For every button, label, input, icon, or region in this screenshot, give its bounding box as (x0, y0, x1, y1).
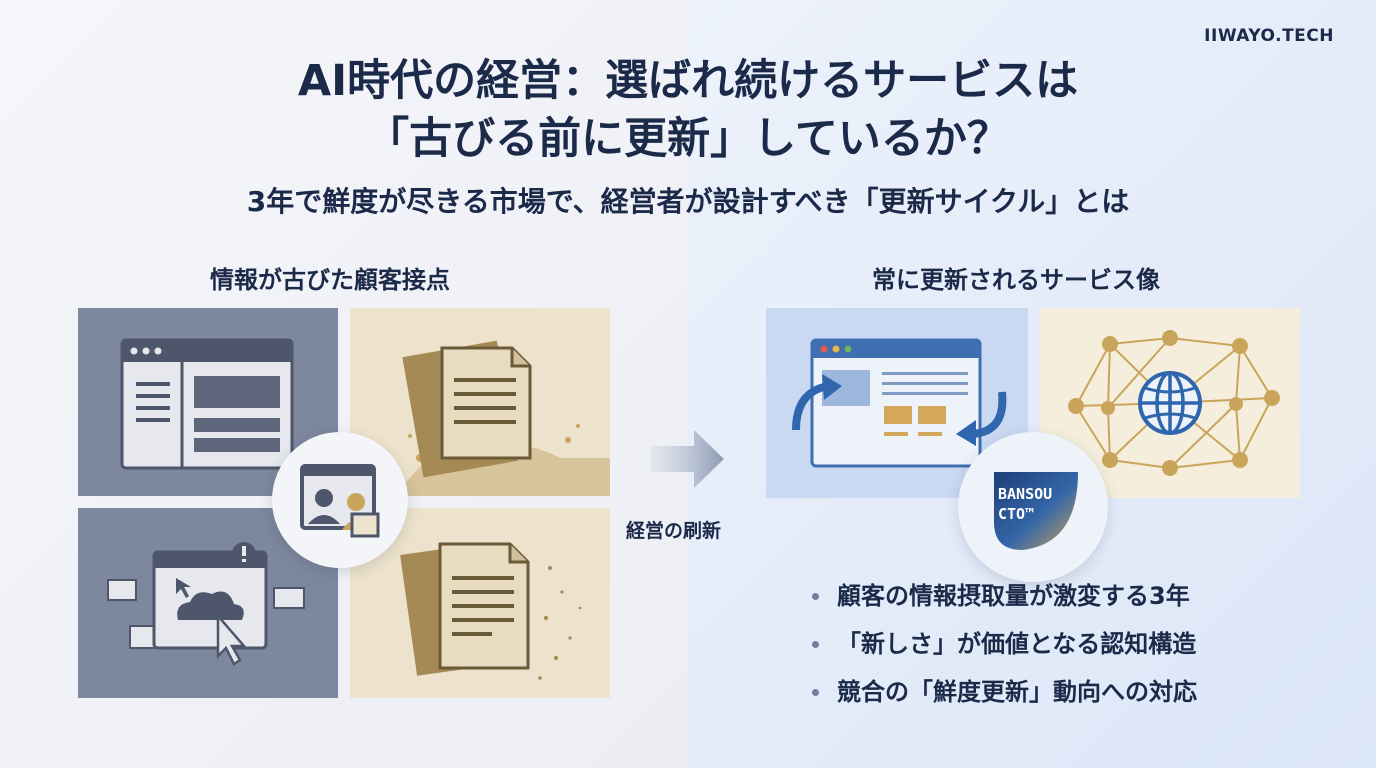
page-title: AI時代の経営：選ばれ続けるサービスは 「古びる前に更新」しているか？ (0, 52, 1376, 168)
title-line-2: 「古びる前に更新」しているか？ (366, 114, 1010, 164)
paper-document-panel (350, 308, 610, 496)
bansou-logo-shape (994, 472, 1078, 550)
paper-document-icon (400, 542, 582, 680)
list-item: 競合の「鮮度更新」動向への対応 (812, 668, 1197, 716)
transition-arrow-icon (650, 430, 724, 488)
flow-label: 経営の刷新 (626, 520, 722, 542)
brand-logo: IIWAYO.TECH (1204, 26, 1334, 46)
badge-line-2: CTO™ (998, 505, 1035, 523)
bullet-dot-icon (812, 592, 819, 600)
cloud-click-panel (78, 508, 338, 698)
benefit-list: 顧客の情報摂取量が激変する3年 「新しさ」が価値となる認知構造 競合の「鮮度更新… (812, 572, 1197, 716)
page-subtitle: 3年で鮮度が尽きる市場で、経営者が設計すべき「更新サイクル」とは (246, 185, 1130, 218)
title-line-1: AI時代の経営：選ばれ続けるサービスは (297, 56, 1079, 106)
right-section-heading: 常に更新されるサービス像 (872, 266, 1160, 294)
profile-photo-icon (300, 464, 380, 538)
profile-photo-badge (272, 432, 408, 568)
globe-network-icon (1068, 330, 1280, 476)
bullet-dot-icon (812, 640, 819, 648)
refreshing-browser-panel (766, 308, 1028, 498)
badge-line-1: BANSOU (998, 485, 1053, 503)
list-item: 顧客の情報摂取量が激変する3年 (812, 572, 1197, 620)
paper-document-icon (390, 340, 610, 496)
browser-window-icon (120, 338, 294, 470)
list-item: 「新しさ」が価値となる認知構造 (812, 620, 1197, 668)
cloud-click-icon (107, 542, 305, 666)
browser-window-icon (792, 338, 1007, 468)
left-section-heading: 情報が古びた顧客接点 (210, 266, 450, 294)
bullet-dot-icon (812, 688, 819, 696)
bansou-cto-badge: BANSOU CTO™ (958, 432, 1108, 582)
